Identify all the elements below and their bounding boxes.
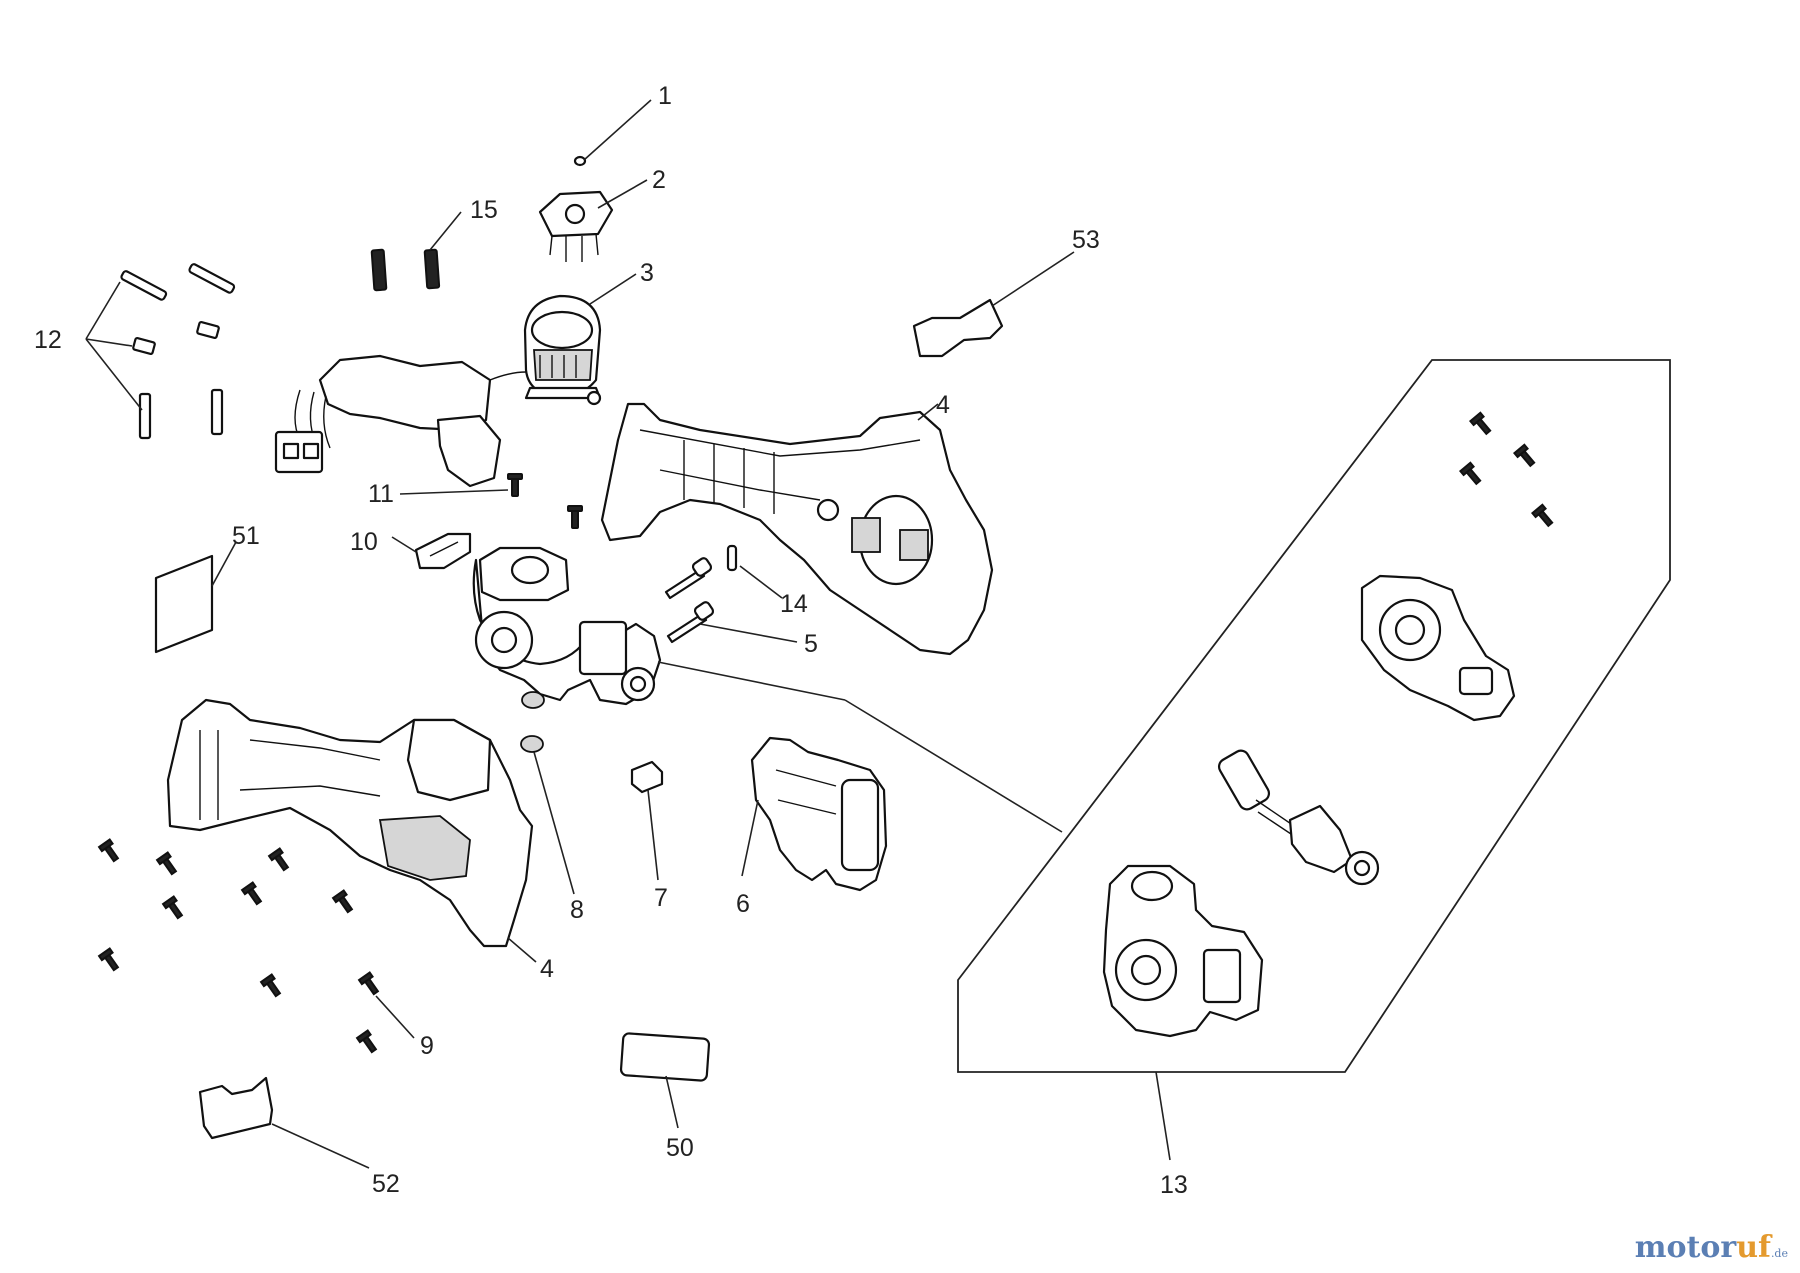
callout-13: 13 (1160, 1171, 1188, 1199)
kit-13-screws (1458, 411, 1554, 528)
callout-8: 8 (570, 896, 584, 924)
callout-12: 12 (34, 326, 62, 354)
callout-50: 50 (666, 1134, 694, 1162)
part-7-block (630, 760, 664, 794)
watermark-brand-b: uf (1736, 1230, 1771, 1265)
part-4-housing-left (166, 698, 534, 948)
part-52-label (198, 1076, 274, 1140)
part-8-bushings (520, 691, 545, 753)
part-10-lock-clip (414, 532, 472, 570)
part-6-battery-mount (750, 736, 888, 892)
part-3-motor (523, 294, 602, 406)
part-50-label (619, 1032, 711, 1082)
callout-14: 14 (780, 590, 808, 618)
callout-numbers: 1 2 3 4 5 6 7 8 9 10 11 12 13 14 15 4 50… (34, 82, 1188, 1199)
kit-13-gear-housing (1360, 574, 1516, 722)
callout-15: 15 (470, 196, 498, 224)
part-9-screws (97, 838, 380, 1054)
kit-13-outline (957, 359, 1671, 1073)
callout-53: 53 (1072, 226, 1100, 254)
watermark-brand-a: motor (1634, 1230, 1737, 1265)
callout-9: 9 (420, 1032, 434, 1060)
callout-1: 1 (658, 82, 672, 110)
callout-5: 5 (804, 630, 818, 658)
kit-13-plunger-assembly (1217, 749, 1380, 886)
callout-4b: 4 (540, 955, 554, 983)
part-5-bolts (664, 557, 715, 644)
part-1-grub-screw (573, 155, 587, 167)
kit-13-gearbox (1102, 864, 1264, 1038)
callout-10: 10 (350, 528, 378, 556)
callout-2: 2 (652, 166, 666, 194)
part-2-brush-plate (538, 190, 614, 262)
callout-11: 11 (368, 480, 394, 508)
leader-lines (85, 99, 1171, 1169)
callout-4: 4 (936, 391, 950, 419)
watermark-logo: motoruf.de (1635, 1230, 1788, 1265)
callout-3: 3 (640, 259, 654, 287)
callout-6: 6 (736, 890, 750, 918)
part-12-contacts (120, 263, 236, 440)
part-53-label (912, 298, 1004, 358)
part-4-housing-right (600, 402, 994, 656)
gearbox-assembly (472, 546, 662, 706)
callout-7: 7 (654, 884, 668, 912)
part-11-screws (507, 473, 583, 529)
callout-51: 51 (232, 522, 260, 550)
part-51-label (154, 554, 214, 654)
part-14-pin (726, 544, 738, 572)
switch-wiring-harness (274, 354, 527, 488)
part-15-carbon-brushes (370, 248, 441, 292)
callout-52: 52 (372, 1170, 400, 1198)
watermark-suffix: .de (1770, 1247, 1788, 1260)
